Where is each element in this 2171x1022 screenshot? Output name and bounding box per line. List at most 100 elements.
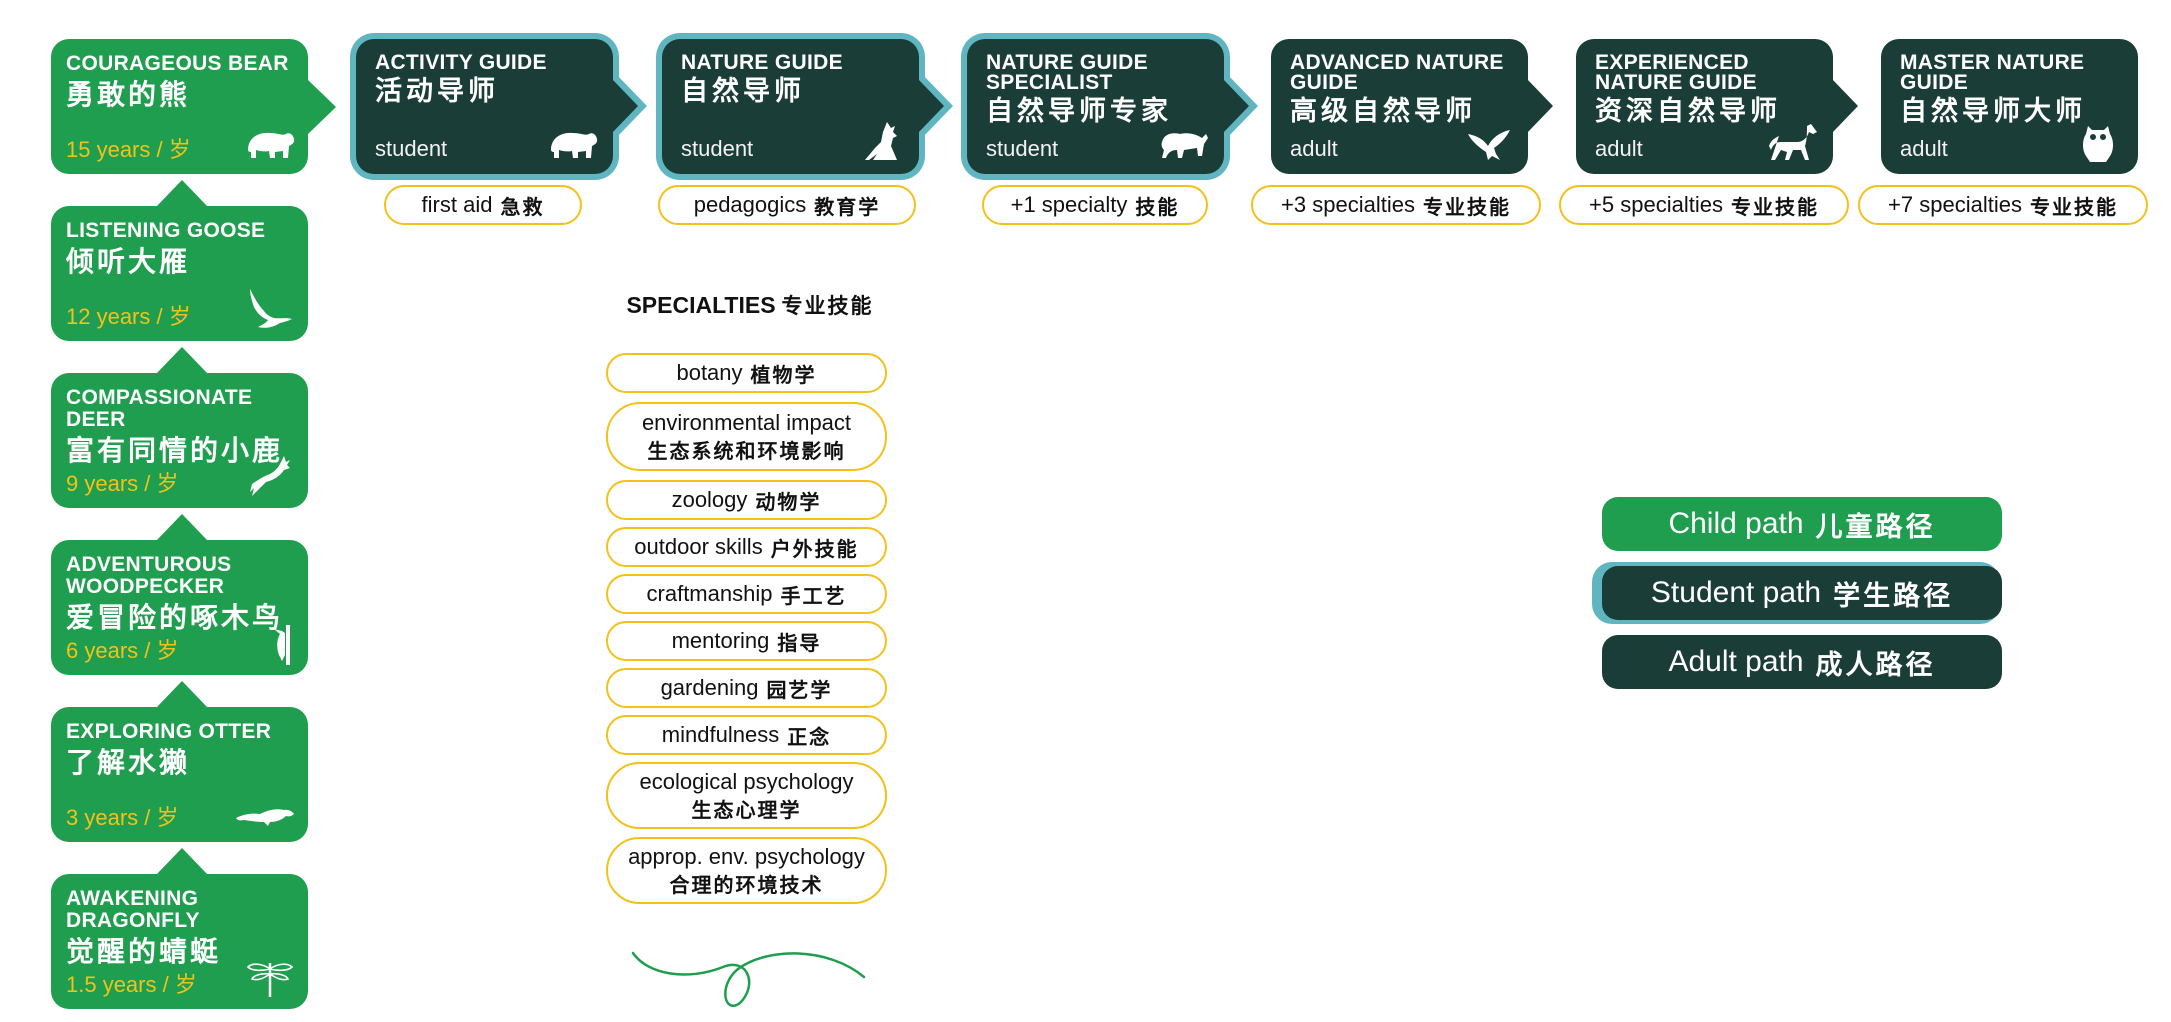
- specialty-text: environmental impact: [641, 409, 852, 435]
- arrow-right: [1223, 79, 1249, 133]
- guide-role: adult: [1595, 136, 1643, 161]
- requirement-text-zh: 教育学: [814, 194, 881, 219]
- specialty-text: mentoring: [671, 628, 770, 653]
- specialty-text-zh: 指导: [777, 630, 822, 655]
- arrow-right: [612, 79, 638, 133]
- legend-student-path: Student path 学生路径: [1602, 566, 2002, 620]
- arrow-up: [156, 848, 208, 875]
- specialty-text: botany: [676, 360, 743, 385]
- stage-title-zh: 勇敢的熊: [66, 78, 191, 111]
- specialty-text: gardening: [660, 675, 759, 700]
- legend-label-zh: 成人路径: [1815, 649, 1936, 681]
- specialty-text-zh: 手工艺: [780, 583, 847, 608]
- goose-icon: [250, 289, 292, 328]
- legend-label-zh: 学生路径: [1833, 580, 1954, 612]
- specialty-text-zh: 生态系统和环境影响: [647, 438, 846, 463]
- guide-role: student: [375, 136, 448, 161]
- requirement-text: pedagogics: [693, 192, 807, 217]
- specialty-pill-gardening: gardening 园艺学: [606, 668, 887, 708]
- requirement-text-zh: 技能: [1135, 194, 1180, 219]
- horse-icon: [1769, 124, 1817, 160]
- child-stage-bear: COURAGEOUS BEAR 勇敢的熊 15 years / 岁: [51, 39, 336, 174]
- woodpecker-icon: [274, 625, 290, 665]
- stage-title: LISTENING GOOSE: [66, 219, 266, 242]
- stage-age: 1.5 years / 岁: [66, 972, 197, 997]
- guide-role: adult: [1900, 136, 1948, 161]
- deer-icon: [250, 456, 290, 496]
- stage-title-zh: 了解水獭: [66, 746, 191, 779]
- specialties-title-text: SPECIALTIES: [626, 292, 776, 318]
- specialty-text-zh: 生态心理学: [691, 797, 802, 822]
- legend-label: Student path: [1650, 576, 1822, 609]
- arrow-up: [156, 347, 208, 374]
- specialty-pill-mentoring: mentoring 指导: [606, 621, 887, 661]
- stage-title-zh: 爱冒险的啄木鸟: [66, 601, 284, 634]
- guide-title: ACTIVITY GUIDE: [375, 51, 547, 74]
- decorative-squiggle: [631, 951, 866, 1007]
- specialty-text-zh: 户外技能: [770, 536, 859, 561]
- specialty-pill-approp-env-psychology: approp. env. psychology 合理的环境技术: [606, 837, 887, 904]
- arrow-right: [1832, 79, 1858, 133]
- specialty-text: ecological psychology: [639, 768, 854, 794]
- requirement-text-zh: 专业技能: [1730, 194, 1819, 219]
- guide-role: adult: [1290, 136, 1338, 161]
- guide-experienced-nature: EXPERIENCED NATURE GUIDE 资深自然导师 adult: [1576, 39, 1858, 174]
- guide-title-zh: 高级自然导师: [1290, 96, 1476, 127]
- owl-icon: [2083, 126, 2113, 162]
- specialty-text: approp. env. psychology: [628, 843, 865, 869]
- specialty-text: mindfulness: [661, 722, 780, 747]
- arrow-right: [918, 79, 944, 133]
- stage-title-zh: 倾听大雁: [66, 245, 191, 278]
- otter-icon: [236, 809, 294, 826]
- specialty-text-zh: 合理的环境技术: [669, 872, 824, 897]
- stage-title: COMPASSIONATE DEER: [66, 386, 253, 431]
- guide-advanced-nature: ADVANCED NATURE GUIDE 高级自然导师 adult: [1271, 39, 1553, 174]
- legend-child-path: Child path 儿童路径: [1602, 497, 2002, 551]
- requirement-text-zh: 急救: [500, 194, 545, 219]
- arrow-right: [307, 79, 336, 135]
- arrow-up: [156, 514, 208, 541]
- requirement-text: +7 specialties: [1888, 192, 2022, 217]
- specialty-text: outdoor skills: [634, 534, 763, 559]
- guide-title: ADVANCED NATURE GUIDE: [1290, 51, 1504, 94]
- guide-title: MASTER NATURE GUIDE: [1900, 51, 2085, 94]
- guide-master-nature: MASTER NATURE GUIDE 自然导师大师 adult: [1881, 39, 2138, 174]
- requirement-text: +3 specialties: [1281, 192, 1415, 217]
- stage-title-zh: 富有同情的小鹿: [66, 434, 284, 467]
- requirement-pill: +7 specialties 专业技能: [1858, 185, 2148, 225]
- bison-icon: [1161, 133, 1208, 158]
- specialty-pill-botany: botany 植物学: [606, 353, 887, 393]
- specialty-text-zh: 植物学: [750, 362, 817, 387]
- specialty-pill-outdoor-skills: outdoor skills 户外技能: [606, 527, 887, 567]
- guide-title-zh: 自然导师: [681, 76, 805, 107]
- legend-label-zh: 儿童路径: [1815, 511, 1936, 543]
- stage-age: 3 years / 岁: [66, 805, 179, 830]
- guide-title: NATURE GUIDE SPECIALIST: [986, 51, 1148, 94]
- specialty-text-zh: 正念: [787, 724, 832, 749]
- requirement-text: first aid: [421, 192, 493, 217]
- child-stage-woodpecker: ADVENTUROUS WOODPECKER 爱冒险的啄木鸟 6 years /…: [51, 514, 308, 675]
- stage-age: 12 years / 岁: [66, 304, 191, 329]
- stage-age: 6 years / 岁: [66, 638, 179, 663]
- requirement-text-zh: 专业技能: [2029, 194, 2118, 219]
- arrow-up: [156, 180, 208, 207]
- child-stage-goose: LISTENING GOOSE 倾听大雁 12 years / 岁: [51, 180, 308, 341]
- child-stage-otter: EXPLORING OTTER 了解水獭 3 years / 岁: [51, 681, 308, 842]
- guide-title: NATURE GUIDE: [681, 51, 843, 74]
- stage-title-zh: 觉醒的蜻蜓: [66, 935, 222, 968]
- legend-label: Child path: [1668, 507, 1804, 540]
- child-stage-deer: COMPASSIONATE DEER 富有同情的小鹿 9 years / 岁: [51, 347, 308, 508]
- specialty-text-zh: 园艺学: [766, 677, 833, 702]
- stage-age: 15 years / 岁: [66, 137, 191, 162]
- arrow-right: [1527, 79, 1553, 133]
- guide-role: student: [681, 136, 754, 161]
- requirement-pill: pedagogics 教育学: [658, 185, 916, 225]
- stage-title: COURAGEOUS BEAR: [66, 52, 289, 75]
- bear-icon: [551, 132, 598, 158]
